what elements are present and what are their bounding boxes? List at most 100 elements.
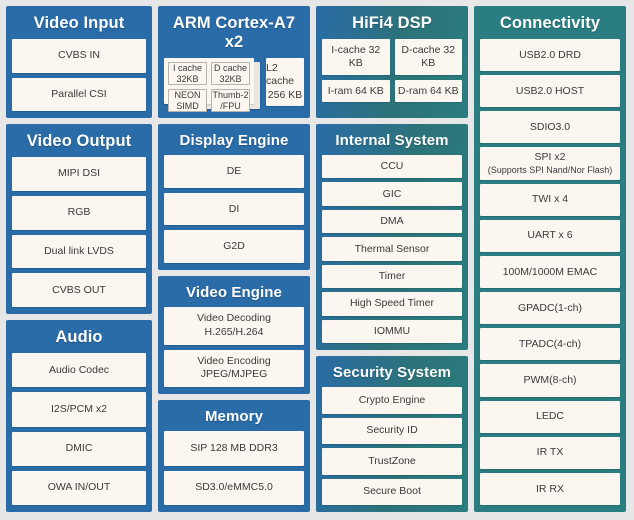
list-item[interactable]: IR TX	[480, 436, 620, 469]
block-video-output: Video Output MIPI DSI RGB Dual link LVDS…	[6, 124, 152, 314]
list-item[interactable]: CCU	[322, 155, 462, 179]
item-line1: SPI x2	[534, 150, 566, 163]
block-title-hifi4-dsp: HiFi4 DSP	[352, 14, 432, 32]
block-title-audio: Audio	[55, 328, 103, 346]
list-item[interactable]: GIC	[322, 182, 462, 206]
list-item[interactable]: DI	[164, 192, 304, 226]
list-item[interactable]: Secure Boot	[322, 478, 462, 505]
list-item[interactable]: High Speed Timer	[322, 292, 462, 316]
list-item[interactable]: I-cache 32 KB	[322, 39, 390, 75]
block-display-engine: Display Engine DE DI G2D	[158, 124, 310, 270]
hifi4-dsp-items: I-cache 32 KB D-cache 32 KB I-ram 64 KB …	[322, 39, 462, 111]
hifi4-row: I-ram 64 KB D-ram 64 KB	[322, 79, 462, 103]
block-title-video-input: Video Input	[33, 14, 125, 32]
list-item[interactable]: CVBS IN	[12, 39, 146, 73]
list-item[interactable]: Video Decoding H.265/H.264	[164, 307, 304, 345]
list-item[interactable]: I-ram 64 KB	[322, 79, 390, 103]
list-item[interactable]: Dual link LVDS	[12, 234, 146, 269]
list-item[interactable]: TPADC(4-ch)	[480, 328, 620, 361]
item-line1: Video Decoding	[197, 312, 271, 325]
arm-l2-line1: L2 cache	[266, 62, 295, 88]
item-line2: JPEG/MJPEG	[200, 368, 268, 381]
list-item[interactable]: Timer	[322, 264, 462, 289]
list-item[interactable]: IOMMU	[322, 319, 462, 343]
arm-mini-line1: Thumb-2	[212, 90, 249, 101]
arm-mini-line2: SIMD	[176, 100, 199, 111]
list-item[interactable]: CVBS OUT	[12, 273, 146, 307]
column-right: Connectivity USB2.0 DRD USB2.0 HOST SDIO…	[474, 6, 626, 512]
block-memory: Memory SIP 128 MB DDR3 SD3.0/eMMC5.0	[158, 400, 310, 512]
item-line2: (Supports SPI Nand/Nor Flash)	[487, 164, 613, 175]
block-video-input: Video Input CVBS IN Parallel CSI	[6, 6, 152, 118]
memory-items: SIP 128 MB DDR3 SD3.0/eMMC5.0	[164, 431, 304, 505]
list-item[interactable]: G2D	[164, 230, 304, 264]
arm-mini-block[interactable]: I cache 32KB	[168, 62, 207, 86]
list-item[interactable]: DMA	[322, 209, 462, 234]
block-title-security-system: Security System	[332, 364, 452, 381]
list-item[interactable]: TrustZone	[322, 448, 462, 475]
display-engine-items: DE DI G2D	[164, 155, 304, 264]
arm-mini-block[interactable]: NEON SIMD	[168, 89, 207, 113]
security-system-items: Crypto Engine Security ID TrustZone Secu…	[322, 387, 462, 505]
list-item[interactable]: Thermal Sensor	[322, 237, 462, 261]
list-item[interactable]: SPI x2 (Supports SPI Nand/Nor Flash)	[480, 147, 620, 180]
column-left: Video Input CVBS IN Parallel CSI Video O…	[6, 6, 152, 512]
list-item[interactable]: UART x 6	[480, 219, 620, 252]
list-item[interactable]: I2S/PCM x2	[12, 392, 146, 427]
list-item[interactable]: SD3.0/eMMC5.0	[164, 470, 304, 505]
block-title-video-engine: Video Engine	[186, 284, 282, 301]
block-audio: Audio Audio Codec I2S/PCM x2 DMIC OWA IN…	[6, 320, 152, 512]
arm-l2-line2: 256 KB	[267, 88, 303, 101]
block-title-arm-cortex-a7: ARM Cortex-A7 x2	[172, 14, 296, 51]
list-item[interactable]: DE	[164, 155, 304, 188]
internal-system-items: CCU GIC DMA Thermal Sensor Timer High Sp…	[322, 155, 462, 343]
block-title-internal-system: Internal System	[335, 132, 449, 149]
hifi4-row: I-cache 32 KB D-cache 32 KB	[322, 39, 462, 75]
arm-mini-line1: NEON	[174, 90, 201, 101]
list-item[interactable]: D-ram 64 KB	[394, 79, 462, 103]
list-item[interactable]: Security ID	[322, 417, 462, 444]
video-input-items: CVBS IN Parallel CSI	[12, 39, 146, 111]
list-item[interactable]: MIPI DSI	[12, 157, 146, 191]
list-item[interactable]: USB2.0 HOST	[480, 75, 620, 108]
block-title-memory: Memory	[204, 408, 264, 425]
item-line1: Video Encoding	[197, 354, 271, 367]
block-connectivity: Connectivity USB2.0 DRD USB2.0 HOST SDIO…	[474, 6, 626, 512]
arm-mini-block[interactable]: D cache 32KB	[211, 62, 250, 86]
arm-card-front: I cache 32KB D cache 32KB NEON SIMD Th	[164, 58, 254, 113]
block-security-system: Security System Crypto Engine Security I…	[316, 356, 468, 512]
video-engine-items: Video Decoding H.265/H.264 Video Encodin…	[164, 307, 304, 387]
list-item[interactable]: SDIO3.0	[480, 111, 620, 144]
arm-l2-cache[interactable]: L2 cache 256 KB	[266, 58, 304, 106]
list-item[interactable]: OWA IN/OUT	[12, 470, 146, 505]
column-second: ARM Cortex-A7 x2 I cache 32KB D cache 32…	[158, 6, 310, 512]
list-item[interactable]: 100M/1000M EMAC	[480, 255, 620, 289]
list-item[interactable]: SIP 128 MB DDR3	[164, 431, 304, 466]
list-item[interactable]: Parallel CSI	[12, 77, 146, 111]
arm-mini-block[interactable]: Thumb-2 /FPU	[211, 89, 250, 113]
arm-mini-line2: 32KB	[219, 73, 242, 84]
block-internal-system: Internal System CCU GIC DMA Thermal Sens…	[316, 124, 468, 350]
block-video-engine: Video Engine Video Decoding H.265/H.264 …	[158, 276, 310, 394]
list-item[interactable]: PWM(8-ch)	[480, 364, 620, 397]
list-item[interactable]: USB2.0 DRD	[480, 39, 620, 72]
list-item[interactable]: RGB	[12, 195, 146, 230]
item-line2: H.265/H.264	[204, 325, 264, 338]
list-item[interactable]: GPADC(1-ch)	[480, 292, 620, 325]
list-item[interactable]: DMIC	[12, 431, 146, 466]
list-item[interactable]: D-cache 32 KB	[394, 39, 462, 75]
arm-core-layout: I cache 32KB D cache 32KB NEON SIMD Th	[164, 58, 304, 113]
block-hifi4-dsp: HiFi4 DSP I-cache 32 KB D-cache 32 KB I-…	[316, 6, 468, 118]
list-item[interactable]: Crypto Engine	[322, 387, 462, 414]
block-title-display-engine: Display Engine	[179, 132, 289, 149]
list-item[interactable]: TWI x 4	[480, 183, 620, 216]
list-item[interactable]: LEDC	[480, 400, 620, 433]
video-output-items: MIPI DSI RGB Dual link LVDS CVBS OUT	[12, 157, 146, 307]
list-item[interactable]: IR RX	[480, 472, 620, 506]
list-item[interactable]: Audio Codec	[12, 353, 146, 388]
block-title-connectivity: Connectivity	[499, 14, 601, 32]
block-title-video-output: Video Output	[26, 132, 132, 150]
list-item[interactable]: Video Encoding JPEG/MJPEG	[164, 349, 304, 387]
arm-mini-line2: 32KB	[176, 73, 199, 84]
